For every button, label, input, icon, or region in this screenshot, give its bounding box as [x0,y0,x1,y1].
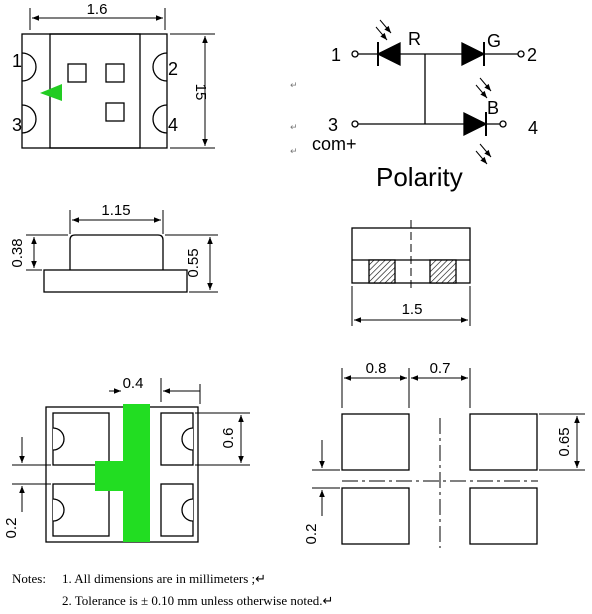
notes-heading: Notes: [12,571,46,586]
schem-pin-1: 1 [331,45,341,65]
notes-block: Notes: 1. All dimensions are in millimete… [12,568,333,612]
return-mark-2: ↵ [290,123,298,133]
bottom-gap-dim: 0.2 [3,518,20,539]
end-view [351,220,471,326]
top-width-dim: 1.6 [87,1,108,18]
note-row-1: Notes: 1. All dimensions are in millimete… [12,568,333,590]
pin-label-1: 1 [12,51,22,71]
green-thermal-pad [95,404,150,542]
bottom-view [12,378,250,543]
polarity-schematic [351,19,525,165]
common-label: com+ [312,134,357,154]
land-pattern [312,368,585,548]
polarity-title: Polarity [376,162,463,192]
side-body-height-dim: 0.38 [9,238,26,267]
end-width-dim: 1.5 [402,301,423,318]
bottom-pad-height-dim: 0.6 [220,428,237,449]
side-view [26,210,218,293]
land-spacing-dim: 0.7 [430,360,451,377]
led-r-label: R [408,29,421,49]
land-gap-dim: 0.2 [303,524,320,545]
side-top-width-dim: 1.15 [101,202,130,219]
note-1: 1. All dimensions are in millimeters ;↵ [62,571,267,586]
led-g-label: G [487,31,501,51]
return-mark-3: ↵ [290,147,298,157]
schem-pin-2: 2 [527,45,537,65]
top-height-dim: 15 [192,84,209,101]
land-pad-width-dim: 0.8 [366,360,387,377]
led-b-label: B [487,98,499,118]
schem-pin-4: 4 [528,118,538,138]
return-mark-1: ↵ [290,81,298,91]
bottom-pad-width-dim: 0.4 [123,375,144,392]
pin-label-3: 3 [12,115,22,135]
note-row-2: 2. Tolerance is ± 0.10 mm unless otherwi… [12,590,333,612]
side-total-height-dim: 0.55 [185,248,202,277]
note-2: 2. Tolerance is ± 0.10 mm unless otherwi… [62,593,334,608]
pin-label-2: 2 [168,59,178,79]
land-pad-height-dim: 0.65 [556,427,573,456]
top-view [21,8,215,149]
schem-pin-3: 3 [328,115,338,135]
pin-label-4: 4 [168,115,178,135]
pin1-marker [40,84,62,101]
